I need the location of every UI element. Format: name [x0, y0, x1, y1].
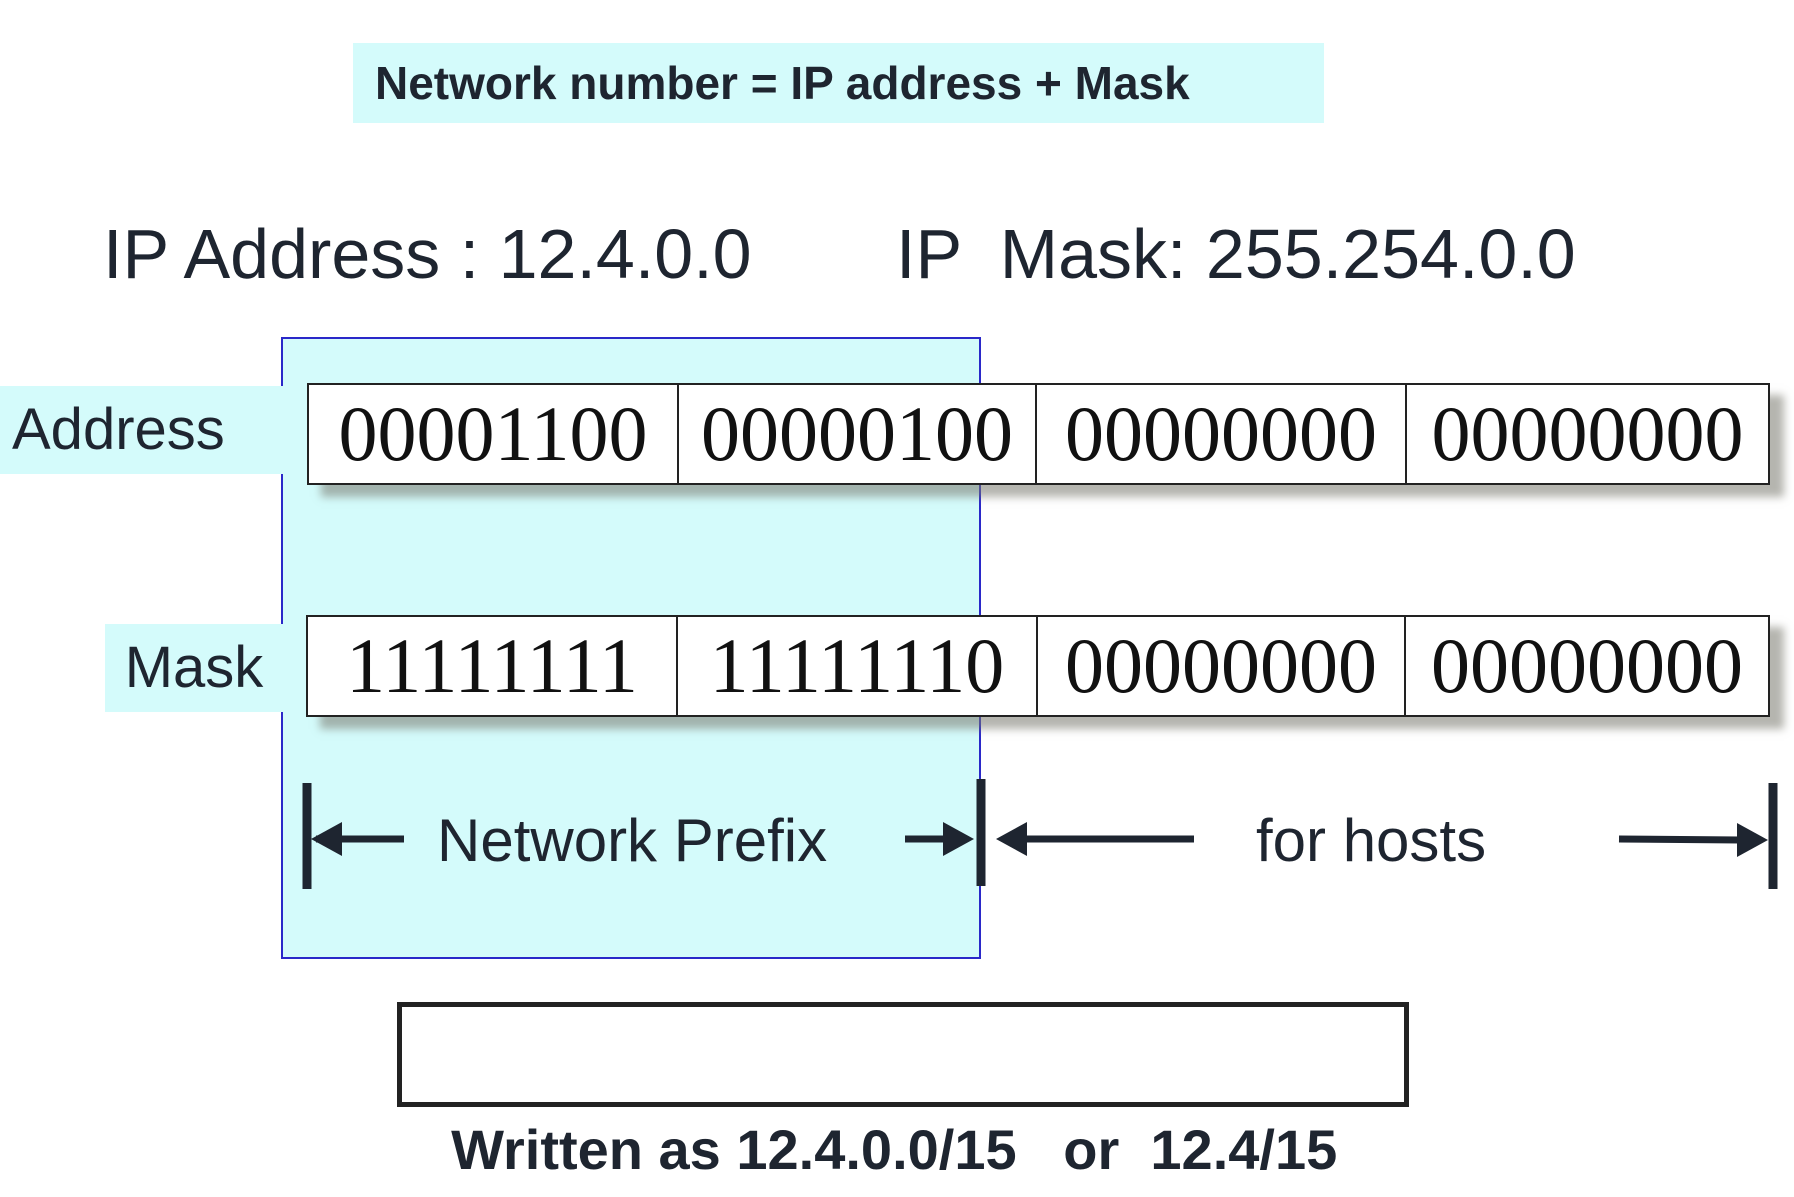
mask-row-label: Mask [105, 624, 283, 712]
hosts-label: for hosts [1256, 807, 1487, 874]
hosts-right-arrowhead [1737, 823, 1768, 857]
hosts-right-arrow-shaft [1618, 835, 1741, 844]
cidr-notation-box: Written as 12.4.0.0/15 or 12.4/15 [397, 1002, 1409, 1181]
address-octet-1: 00001100 [309, 385, 679, 483]
mask-row: 11111111 11111110 00000000 00000000 [306, 615, 1770, 717]
prefix-right-arrowhead [943, 822, 974, 856]
mask-octet-4: 00000000 [1431, 622, 1743, 709]
mask-octet-1: 11111111 [308, 617, 678, 715]
ip-mask-text: IP Mask: 255.254.0.0 [896, 215, 1576, 293]
address-row: 00001100 00000100 00000000 00000000 [307, 383, 1770, 485]
mask-octet-3: 00000000 [1038, 617, 1406, 715]
prefix-left-arrowhead [311, 822, 342, 856]
network-prefix-label: Network Prefix [437, 807, 828, 874]
address-octet-2: 00000100 [679, 385, 1037, 483]
title-banner: Network number = IP address + Mask [353, 43, 1324, 123]
cidr-notation-text: Written as 12.4.0.0/15 or 12.4/15 [451, 1118, 1338, 1181]
ip-address-text: IP Address : 12.4.0.0 [103, 215, 752, 293]
address-row-label: Address [0, 386, 283, 474]
hosts-left-arrowhead [996, 822, 1027, 856]
mask-octet-2: 11111110 [678, 617, 1038, 715]
bracket-arrows [302, 779, 1778, 889]
address-octet-4: 00000000 [1431, 390, 1744, 477]
title-text: Network number = IP address + Mask [375, 57, 1190, 109]
address-octet-3: 00000000 [1037, 385, 1407, 483]
